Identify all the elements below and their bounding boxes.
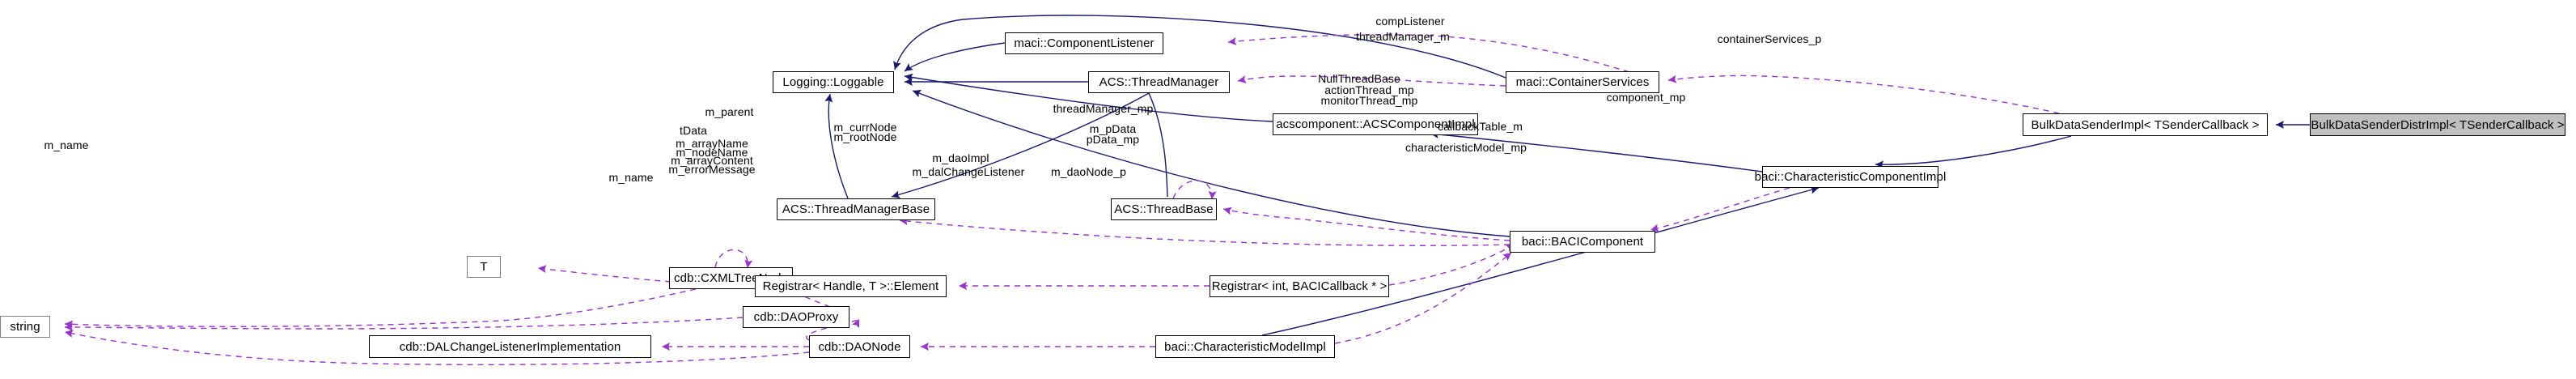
edge-inherit-loggable-threadmanagerbase [824,93,849,199]
class-node-label: ACS::ThreadManager [1099,75,1219,89]
class-node[interactable]: ACS::ThreadManagerBase [777,198,935,220]
class-node-label: baci::CharacteristicComponentImpl [1754,170,1947,184]
edge-label: characteristicModel_mp [1405,141,1527,154]
edge-use-threadmanager-mp [899,217,1510,246]
edge-use-nullthreadbase-selfloop [1172,180,1217,200]
class-node[interactable]: Registrar< Handle, T >::Element [755,275,947,297]
edge-label: m_dalChangeListener [912,165,1025,178]
class-node-label: string [10,320,40,334]
class-node[interactable]: baci::BACIComponent [1510,231,1655,253]
class-node[interactable]: T [467,256,501,278]
edge-label: m_arrayContent [671,154,753,167]
edge-use-containerservices-p [1667,75,2060,114]
edge-label: m_name [608,171,654,184]
edge-inherit-acscomponentimpl-charcomponentimpl [1430,130,1763,172]
edge-label: m_daoImpl [932,151,989,164]
edge-label: tData [680,124,707,137]
class-node[interactable]: BulkDataSenderImpl< TSenderCallback > [2023,113,2268,136]
edge-label: actionThread_mp [1324,83,1414,96]
class-node[interactable]: maci::ContainerServices [1506,71,1659,93]
edge-label: m_daoNode_p [1051,165,1126,178]
edge-inherit-loggable-bacicomponent [912,89,1510,237]
edge-label: pData_mp [1086,133,1140,146]
edge-label: containerServices_p [1717,32,1822,45]
edge-use-complistener [1227,34,1660,83]
inheritance-edges [824,15,2310,336]
edge-use-callbacktable-m [1388,244,1515,286]
edge-label: threadManager_mp [1053,102,1154,115]
edge-label: component_mp [1606,91,1686,104]
edge-use-actionthread-monitorthread [1222,207,1510,241]
edge-label: m_pData [1089,122,1137,135]
edge-label: m_parent [705,105,754,118]
class-node[interactable]: baci::CharacteristicComponentImpl [1755,166,1946,188]
edge-inherit-loggable-acscomponentimpl [904,73,1273,122]
edge-use-mname-cxmltreenode [64,288,697,329]
edge-label: m_arrayName [676,137,748,150]
class-node[interactable]: baci::CharacteristicModelImpl [1155,335,1335,358]
class-node-label: acscomponent::ACSComponentImpl [1276,117,1475,131]
class-node-label: BulkDataSenderDistrImpl< TSenderCallback… [2311,117,2565,132]
edge-label: m_rootNode [833,130,897,143]
edge-label: m_currNode [833,121,897,134]
edge-label: NullThreadBase [1318,72,1400,85]
edge-use-daoproxy-strings [64,317,744,332]
class-node-label: BulkDataSenderImpl< TSenderCallback > [2031,117,2260,132]
edge-use-mdaoimpl [806,318,860,341]
edge-label: compListener [1375,15,1445,28]
usage-edges [64,34,2060,366]
edge-use-threadmanager-m [1237,75,1506,87]
edge-use-component-mp [1650,187,1790,232]
edge-use-mname-daonode [64,330,810,366]
class-node[interactable]: ACS::ThreadManager [1088,71,1230,93]
edge-inherit-loggable-componentlistener [904,42,1006,72]
edge-inherit-charcomponentimpl-charmodelimpl [1261,185,1820,336]
edge-use-mparent-selfloop [714,249,753,269]
edge-inherit-loggable-containerservices [893,15,1506,79]
edge-inherit-charcomponentimpl-bulkdatasenderimpl [1875,135,2072,169]
class-node-label: T [480,260,488,274]
class-node[interactable]: Logging::Loggable [773,71,894,93]
edge-inherit-threadmanagerbase-threadmanager [891,92,1150,199]
edge-line-threadmanager-threadbase [1148,92,1168,198]
class-node[interactable]: acscomponent::ACSComponentImpl [1273,113,1478,135]
class-node-label: ACS::ThreadManagerBase [782,202,930,216]
edge-label: m_name [44,138,89,151]
class-node[interactable]: ACS::ThreadBase [1111,198,1217,220]
class-node[interactable]: string [0,316,50,338]
class-node-label: Registrar< int, BACICallback * > [1211,279,1388,293]
class-node[interactable]: BulkDataSenderDistrImpl< TSenderCallback… [2310,113,2565,136]
class-node-label: maci::ComponentListener [1014,36,1155,50]
edge-label: monitorThread_mp [1320,94,1418,107]
class-node[interactable]: cdb::DALChangeListenerImplementation [369,335,651,358]
class-node[interactable]: maci::ComponentListener [1005,32,1163,54]
class-node-label: cdb::DAOProxy [753,310,839,324]
class-node[interactable]: cdb::DAOProxy [743,306,849,328]
class-node-label: cdb::DAONode [818,339,901,354]
edge-label: threadManager_m [1356,30,1450,43]
class-node[interactable]: cdb::DAONode [809,335,910,358]
class-node-label: baci::CharacteristicModelImpl [1164,339,1326,354]
class-node-label: ACS::ThreadBase [1114,202,1214,216]
class-node-label: baci::BACIComponent [1521,235,1644,249]
edge-label: m_nodeName [676,146,748,159]
class-node[interactable]: Registrar< int, BACICallback * > [1210,275,1389,297]
class-node-label: Registrar< Handle, T >::Element [762,279,939,293]
class-node-label: Logging::Loggable [782,75,884,89]
edge-use-characteristicmodel-mp [1334,252,1512,344]
class-node-label: maci::ContainerServices [1515,75,1650,89]
edge-label: m_errorMessage [668,163,756,176]
edge-label: callbackTable_m [1438,120,1523,133]
class-node-label: cdb::DALChangeListenerImplementation [399,339,621,354]
